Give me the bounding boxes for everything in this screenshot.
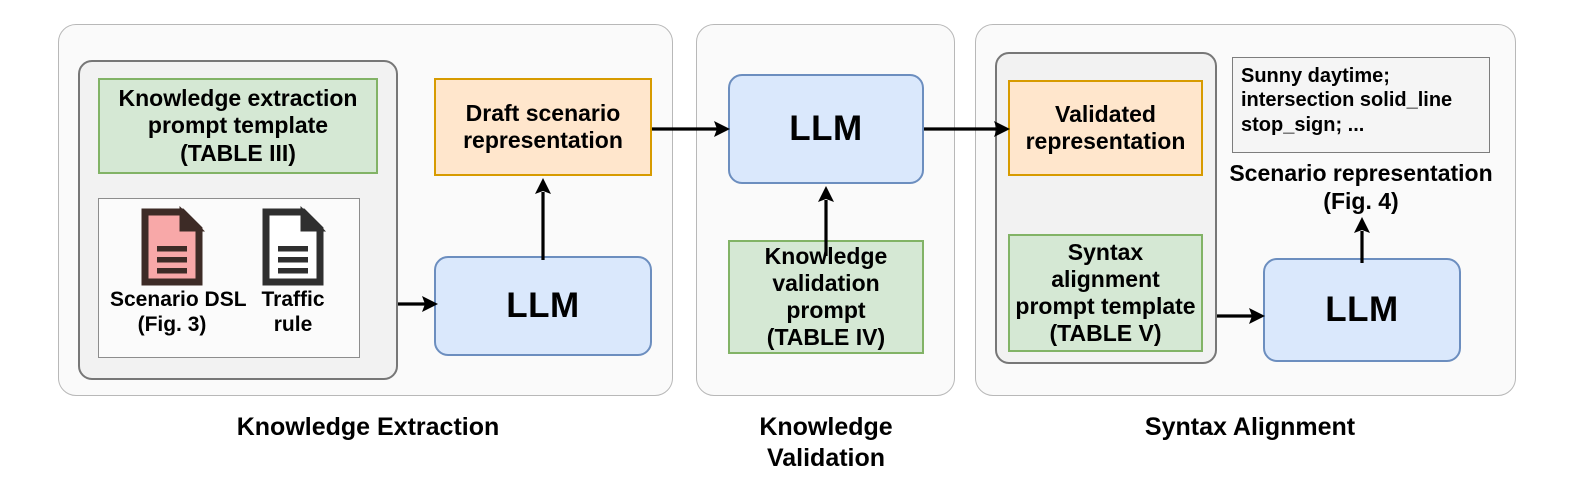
arrow-prompt-to-llm2 (812, 184, 840, 256)
document-icon-pink (141, 205, 206, 286)
arrow-inputs-to-llm3 (1217, 302, 1267, 330)
scenario-dsl-label: Scenario DSL(Fig. 3) (110, 288, 247, 336)
arrow-llm1-to-draft (529, 176, 557, 260)
llm-box-extraction[interactable]: LLM (434, 256, 652, 356)
stage-label-syntax-alignment: Syntax Alignment (1144, 413, 1356, 441)
arrow-draft-to-llm2 (652, 115, 732, 143)
scenario-representation-snippet: Sunny daytime; intersection solid_line s… (1232, 57, 1490, 153)
arrow-inputs-to-llm1 (398, 290, 440, 318)
llm-box-alignment[interactable]: LLM (1263, 258, 1461, 362)
stage-label-knowledge-extraction: Knowledge Extraction (236, 413, 500, 441)
arrow-llm3-to-snippet (1348, 215, 1376, 263)
arrow-llm2-to-validated (924, 115, 1012, 143)
llm-box-validation[interactable]: LLM (728, 74, 924, 184)
scenario-representation-caption: Scenario representation(Fig. 4) (1229, 160, 1493, 214)
scenario-dsl-document[interactable]: Scenario DSL(Fig. 3) (110, 205, 247, 338)
document-icon-white (262, 205, 327, 286)
